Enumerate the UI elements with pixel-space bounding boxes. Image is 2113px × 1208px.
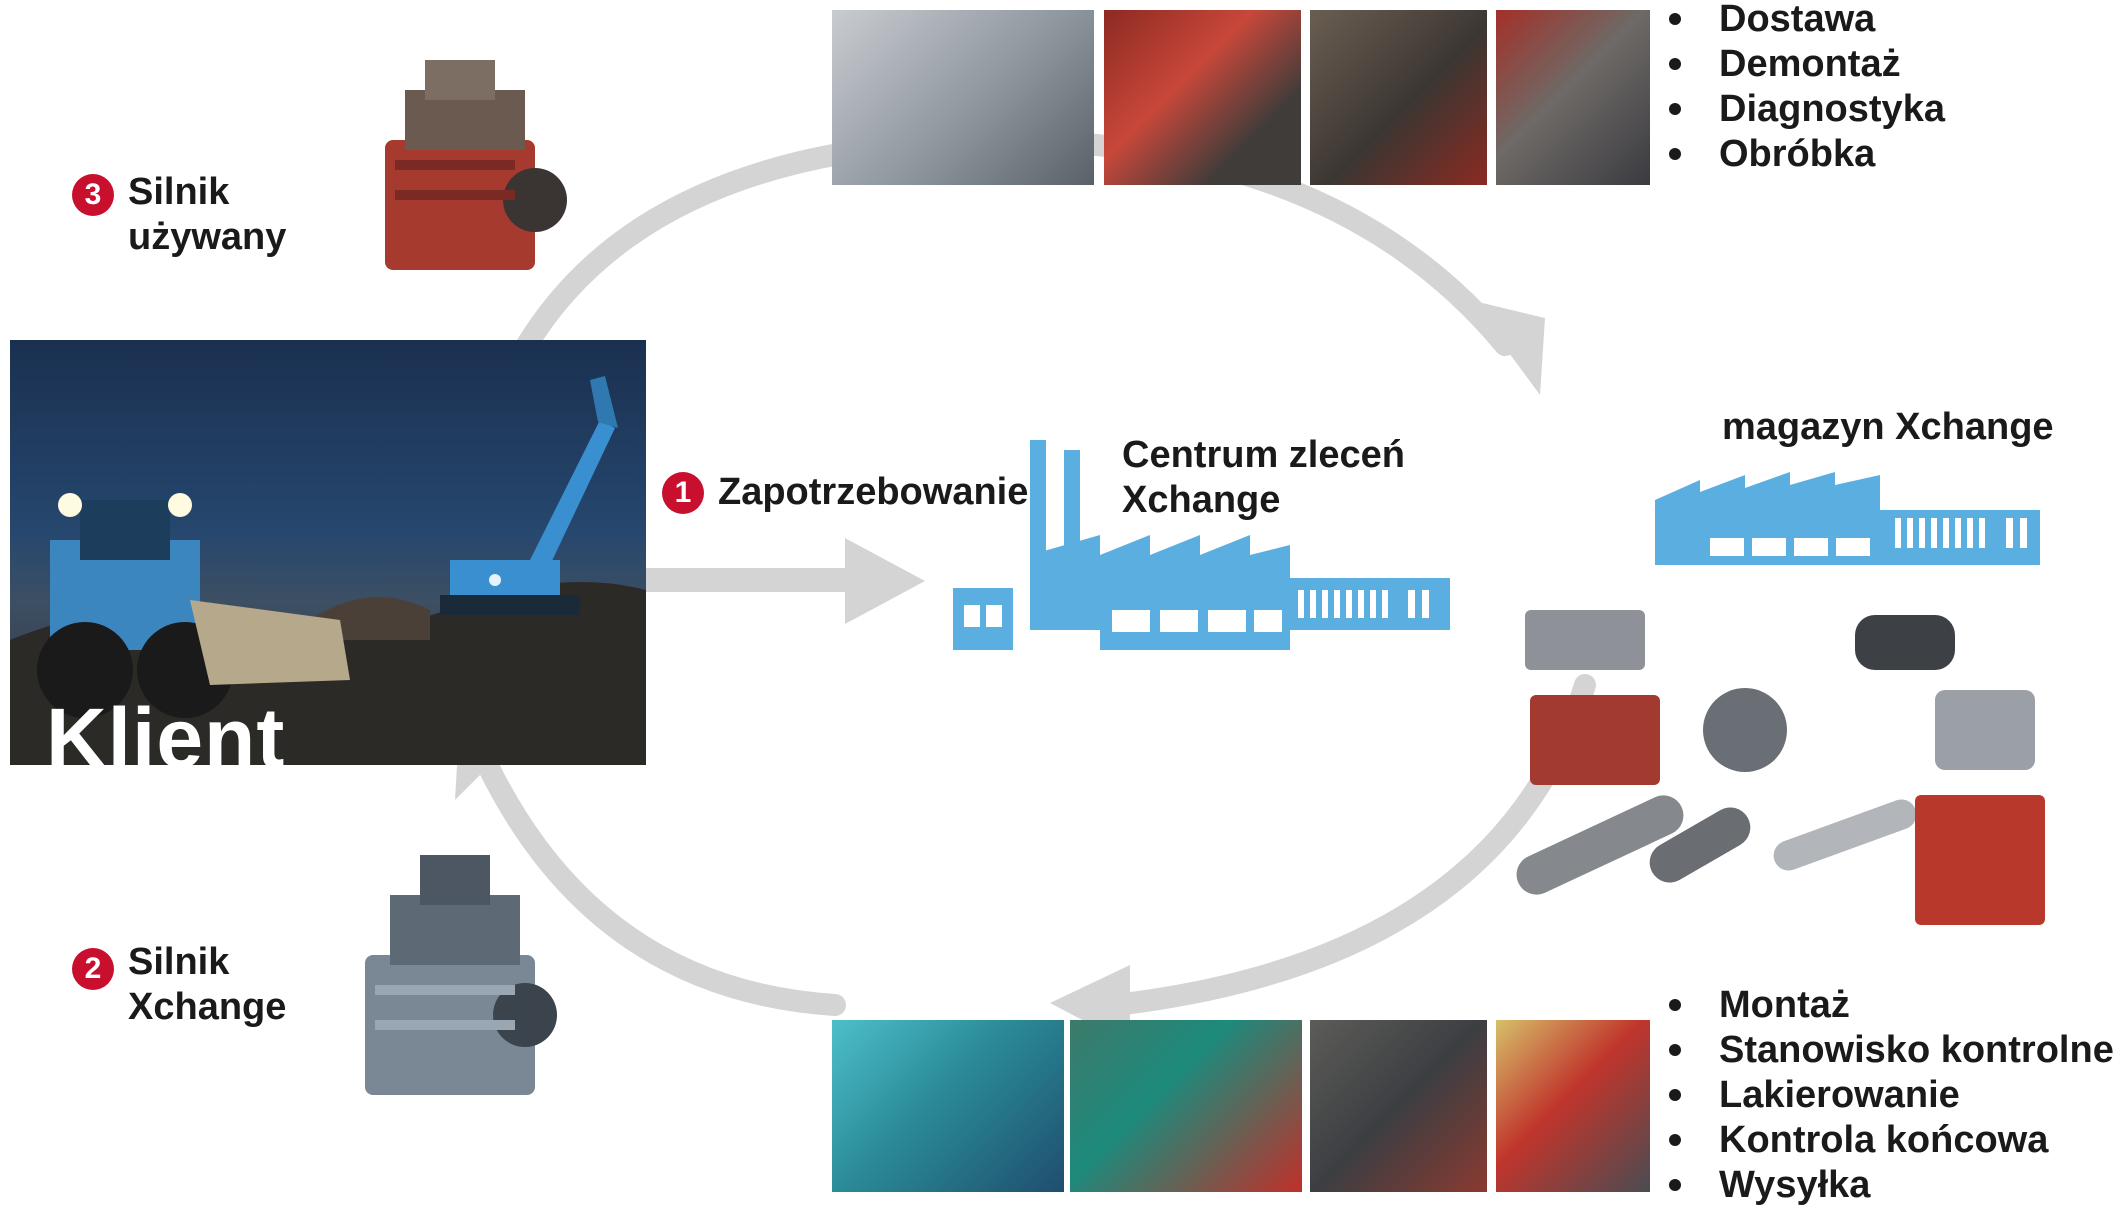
top-photo-machining — [1496, 10, 1650, 185]
spare-parts-image — [1495, 595, 2055, 940]
construction-scene — [10, 376, 646, 765]
order-center-line1: Centrum zleceń — [1122, 434, 1405, 476]
step-1-badge: 1 — [662, 472, 704, 514]
top-photo-diagnostics — [1310, 10, 1487, 185]
bottom-photo-test-bench — [1070, 1020, 1302, 1192]
top-process-item: Obróbka — [1665, 132, 1945, 177]
left-cycle-arrow — [479, 759, 846, 1016]
bottom-process-item: Kontrola końcowa — [1665, 1118, 2113, 1163]
step-2-line2: Xchange — [128, 986, 287, 1028]
spare-parts-drawing — [1516, 610, 2045, 925]
step-2-line1: Silnik — [128, 941, 230, 983]
warehouse-label: magazyn Xchange — [1722, 406, 2054, 448]
top-photo-disassembly — [1104, 10, 1301, 185]
used-engine-image — [365, 50, 580, 285]
order-center-label: Centrum zleceń Xchange — [1122, 433, 1405, 523]
order-center-windows — [964, 590, 1429, 632]
bottom-process-item: Wysyłka — [1665, 1163, 2113, 1208]
warehouse-windows — [1710, 518, 2027, 556]
top-process-item: Dostawa — [1665, 0, 1945, 42]
top-photo-delivery — [832, 10, 1094, 185]
bottom-process-item: Montaż — [1665, 983, 2113, 1028]
used-engine-drawing — [385, 60, 567, 270]
top-process-list: Dostawa Demontaż Diagnostyka Obróbka — [1665, 0, 1945, 177]
top-process-item: Demontaż — [1665, 42, 1945, 87]
bottom-process-list: Montaż Stanowisko kontrolne Lakierowanie… — [1665, 983, 2113, 1208]
demand-arrowhead — [845, 538, 925, 624]
step-2-badge: 2 — [72, 948, 114, 990]
bottom-photo-assembly — [832, 1020, 1064, 1192]
step-3-line2: używany — [128, 216, 287, 258]
bottom-photo-painting — [1310, 1020, 1487, 1192]
step-3-label: Silnik używany — [128, 170, 286, 260]
step-3-line1: Silnik — [128, 171, 230, 213]
customer-photo: Klient — [10, 340, 646, 765]
bottom-process-item: Stanowisko kontrolne — [1665, 1028, 2113, 1073]
step-1-label: Zapotrzebowanie — [718, 471, 1029, 513]
order-center-factory-icon — [953, 440, 1450, 650]
top-process-item: Diagnostyka — [1665, 87, 1945, 132]
order-center-line2: Xchange — [1122, 479, 1281, 521]
bottom-photo-final-inspection — [1496, 1020, 1650, 1192]
xchange-engine-drawing — [365, 855, 557, 1095]
step-2-label: Silnik Xchange — [128, 940, 286, 1030]
bottom-process-item: Lakierowanie — [1665, 1073, 2113, 1118]
customer-title: Klient — [46, 691, 286, 765]
top-arrowhead — [1470, 300, 1545, 395]
step-3-badge: 3 — [72, 174, 114, 216]
xchange-engine-image — [350, 845, 565, 1110]
